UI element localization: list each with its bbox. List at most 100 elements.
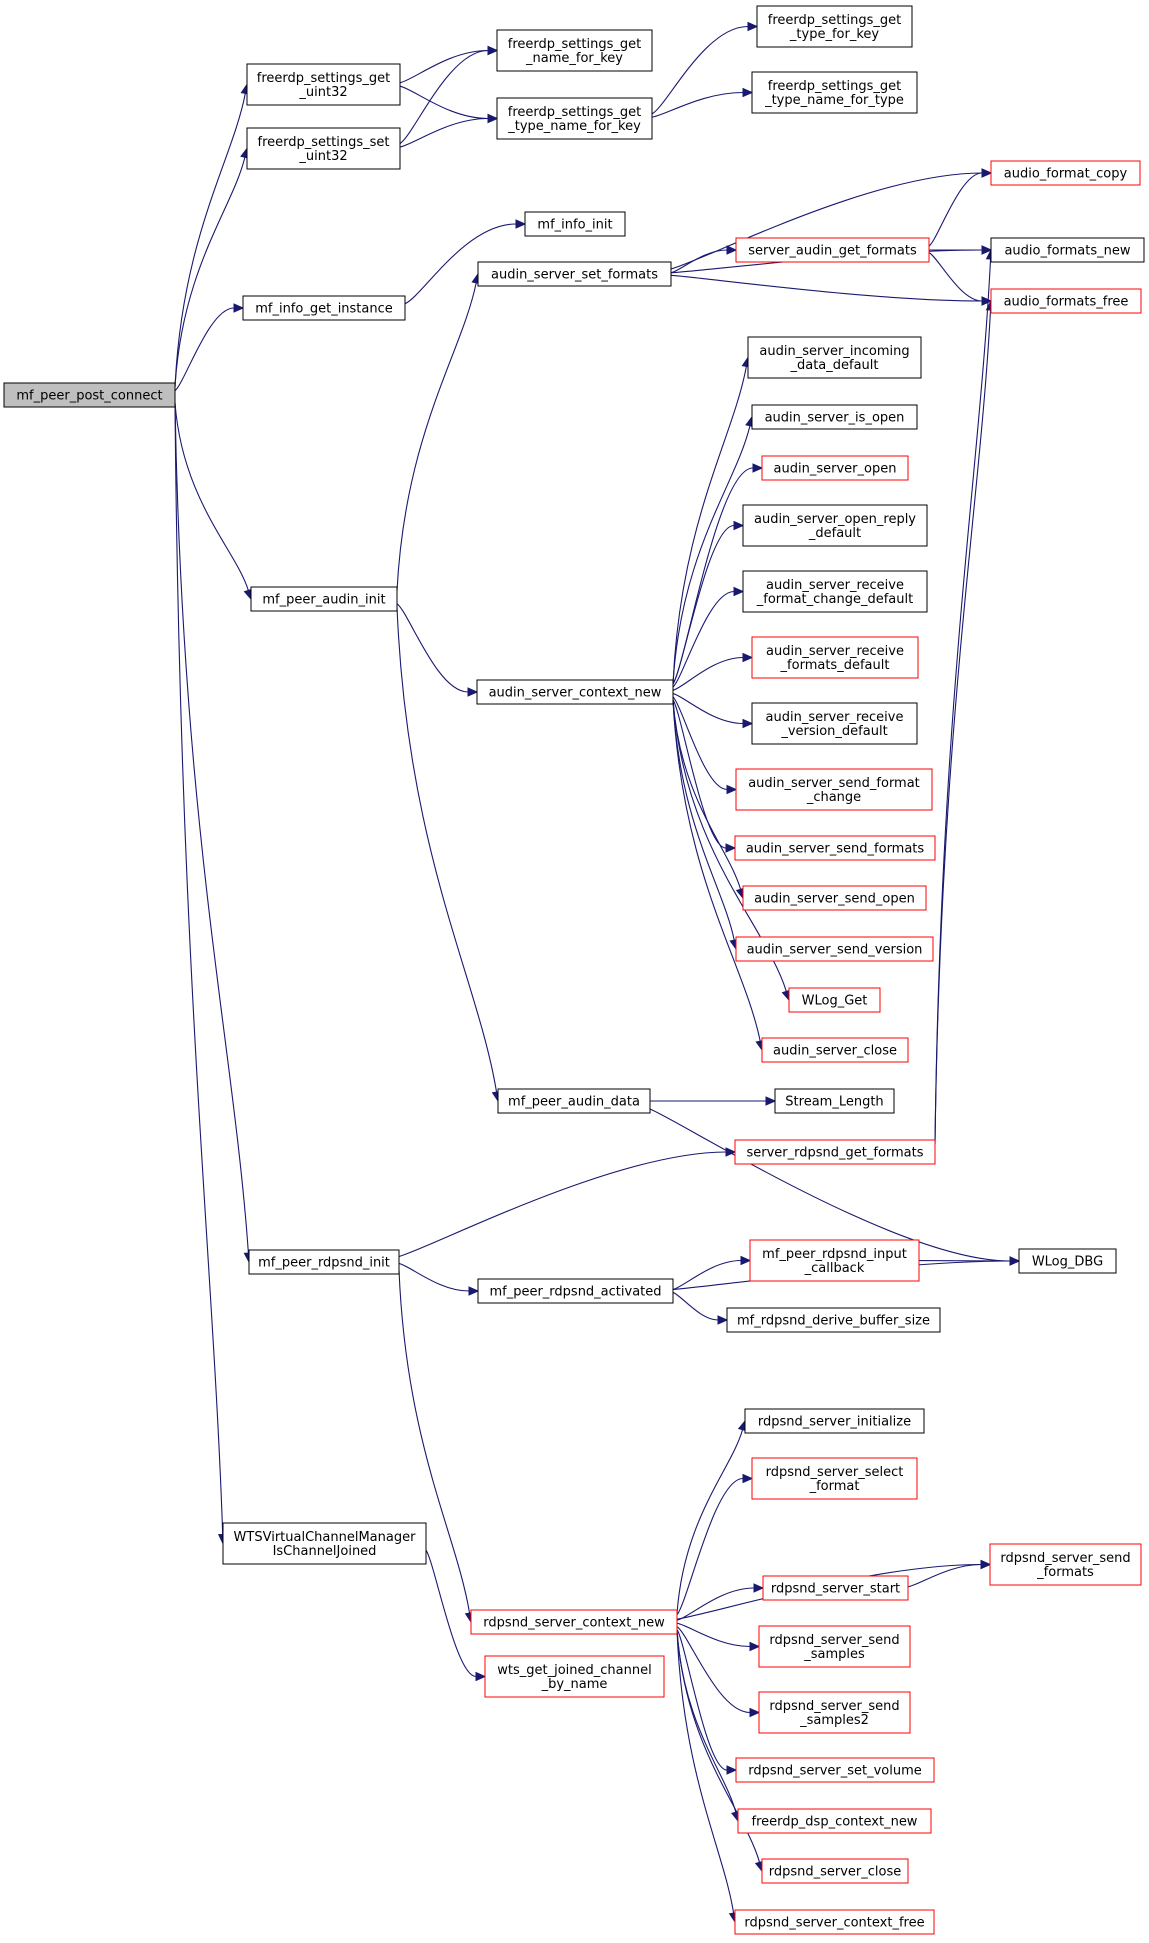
arrowhead-icon [742,652,754,663]
node-rdpsnd_server_context_new[interactable]: rdpsnd_server_context_new [470,1609,678,1635]
arrowhead-icon [742,1473,754,1484]
node-audin_server_send_format_change[interactable]: audin_server_send_format_change [735,768,933,811]
node-box [749,1239,920,1282]
node-label: audin_server_close [773,1044,897,1059]
node-audin_server_close[interactable]: audin_server_close [761,1037,909,1063]
node-mf_peer_rdpsnd_init[interactable]: mf_peer_rdpsnd_init [248,1249,400,1275]
node-audin_server_context_new[interactable]: audin_server_context_new [476,679,674,705]
node-box [497,1088,651,1114]
edge-audin_server_context_new-to-audin_server_receive_formats_default [672,652,754,691]
node-box [476,679,674,705]
node-rdpsnd_server_send_samples2[interactable]: rdpsnd_server_send_samples2 [758,1691,911,1734]
node-audio_format_copy[interactable]: audio_format_copy [990,160,1141,186]
node-box [484,1655,665,1698]
node-audio_formats_new[interactable]: audio_formats_new [990,237,1145,263]
node-label: audin_server_open_reply [754,512,916,527]
node-freerdp_settings_get_type_name_for_key[interactable]: freerdp_settings_get_type_name_for_key [496,97,653,140]
node-server_rdpsnd_get_formats[interactable]: server_rdpsnd_get_formats [734,1139,936,1165]
node-freerdp_settings_set_uint32[interactable]: freerdp_settings_set_uint32 [246,127,401,170]
node-mf_info_init[interactable]: mf_info_init [524,211,626,237]
edge-line [399,117,489,148]
node-box [742,570,928,613]
node-box [246,63,401,106]
node-label: _data_default [789,358,878,373]
node-box [246,127,401,170]
node-WLog_DBG[interactable]: WLog_DBG [1018,1248,1117,1274]
node-mf_peer_audin_data[interactable]: mf_peer_audin_data [497,1088,651,1114]
node-mf_peer_rdpsnd_activated[interactable]: mf_peer_rdpsnd_activated [477,1278,674,1304]
edge-rdpsnd_server_start-to-rdpsnd_server_send_formats [907,1559,992,1588]
edge-freerdp_settings_get_uint32-to-freerdp_settings_get_name_for_key [399,45,499,84]
edge-freerdp_settings_set_uint32-to-freerdp_settings_get_name_for_key [399,45,499,145]
node-label: rdpsnd_server_select [766,1465,904,1480]
edge-line [672,699,735,941]
edge-line [404,223,517,305]
edge-line [672,425,751,685]
node-audin_server_is_open[interactable]: audin_server_is_open [751,404,918,430]
node-mf_peer_post_connect[interactable]: mf_peer_post_connect [3,382,176,408]
edge-mf_peer_post_connect-to-freerdp_settings_get_uint32 [174,83,250,388]
node-mf_info_get_instance[interactable]: mf_info_get_instance [242,295,406,321]
node-label: _uint32 [298,149,347,164]
node-mf_peer_audin_init[interactable]: mf_peer_audin_init [250,586,398,612]
node-box [734,1139,936,1165]
node-audio_formats_free[interactable]: audio_formats_free [990,288,1142,314]
node-box [747,336,922,379]
node-rdpsnd_server_send_samples[interactable]: rdpsnd_server_send_samples [758,1625,911,1668]
node-rdpsnd_server_close[interactable]: rdpsnd_server_close [761,1858,909,1884]
node-audin_server_open[interactable]: audin_server_open [761,455,909,481]
node-box [250,586,398,612]
node-label: _format_change_default [756,592,913,607]
node-freerdp_settings_get_type_for_key[interactable]: freerdp_settings_get_type_for_key [756,5,913,48]
edge-freerdp_settings_set_uint32-to-freerdp_settings_get_type_name_for_key [399,113,499,148]
node-box [742,885,927,911]
node-freerdp_settings_get_name_for_key[interactable]: freerdp_settings_get_name_for_key [496,29,653,72]
node-box [761,1037,909,1063]
edge-server_rdpsnd_get_formats-to-audio_formats_free [934,299,996,1145]
node-label: rdpsnd_server_start [771,1582,900,1597]
arrowhead-icon [1009,1256,1021,1266]
node-label: freerdp_settings_get [508,37,641,52]
node-audin_server_send_version[interactable]: audin_server_send_version [735,936,934,962]
edge-server_audin_get_formats-to-audio_format_copy [928,168,993,247]
edge-line [399,49,489,145]
node-mf_peer_rdpsnd_input_callback[interactable]: mf_peer_rdpsnd_input_callback [749,1239,920,1282]
node-rdpsnd_server_set_volume[interactable]: rdpsnd_server_set_volume [735,1757,935,1783]
node-freerdp_settings_get_type_name_for_type[interactable]: freerdp_settings_get_type_name_for_type [751,71,918,114]
node-rdpsnd_server_send_formats[interactable]: rdpsnd_server_send_formats [989,1543,1142,1586]
node-label: mf_peer_rdpsnd_input [762,1247,907,1262]
node-mf_rdpsnd_derive_buffer_size[interactable]: mf_rdpsnd_derive_buffer_size [726,1307,941,1333]
node-audin_server_send_formats[interactable]: audin_server_send_formats [734,835,936,861]
node-label: audin_server_open [774,462,897,477]
node-freerdp_settings_get_uint32[interactable]: freerdp_settings_get_uint32 [246,63,401,106]
node-audin_server_incoming_data_default[interactable]: audin_server_incoming_data_default [747,336,922,379]
edge-line [934,258,992,1145]
node-label: freerdp_dsp_context_new [752,1815,918,1830]
edge-mf_peer_rdpsnd_activated-to-mf_peer_rdpsnd_input_callback [672,1255,752,1291]
node-rdpsnd_server_initialize[interactable]: rdpsnd_server_initialize [744,1408,925,1434]
node-audin_server_open_reply_default[interactable]: audin_server_open_reply_default [742,504,928,547]
node-audin_server_send_open[interactable]: audin_server_send_open [742,885,927,911]
node-audin_server_receive_formats_default[interactable]: audin_server_receive_formats_default [751,636,919,679]
node-WLog_Get[interactable]: WLog_Get [788,987,881,1013]
arrowhead-icon [725,1147,737,1157]
node-wts_get_joined_channel_by_name[interactable]: wts_get_joined_channel_by_name [484,1655,665,1698]
node-Stream_Length[interactable]: Stream_Length [774,1088,895,1114]
node-freerdp_dsp_context_new[interactable]: freerdp_dsp_context_new [737,1808,932,1834]
edge-line [396,603,469,693]
node-rdpsnd_server_start[interactable]: rdpsnd_server_start [762,1575,909,1601]
node-rdpsnd_server_context_free[interactable]: rdpsnd_server_context_free [734,1909,935,1935]
node-label: _callback [804,1261,865,1276]
node-label: mf_rdpsnd_derive_buffer_size [737,1314,930,1329]
arrowhead-icon [233,303,245,313]
arrowhead-icon [742,87,754,98]
node-rdpsnd_server_select_format[interactable]: rdpsnd_server_select_format [751,1457,918,1500]
node-server_audin_get_formats[interactable]: server_audin_get_formats [735,237,930,263]
node-audin_server_receive_version_default[interactable]: audin_server_receive_version_default [751,702,918,745]
edge-line [174,402,224,1535]
node-audin_server_receive_format_change_default[interactable]: audin_server_receive_format_change_defau… [742,570,928,613]
node-audin_server_set_formats[interactable]: audin_server_set_formats [477,261,672,287]
edge-line [174,157,246,388]
arrowhead-icon [981,245,993,255]
